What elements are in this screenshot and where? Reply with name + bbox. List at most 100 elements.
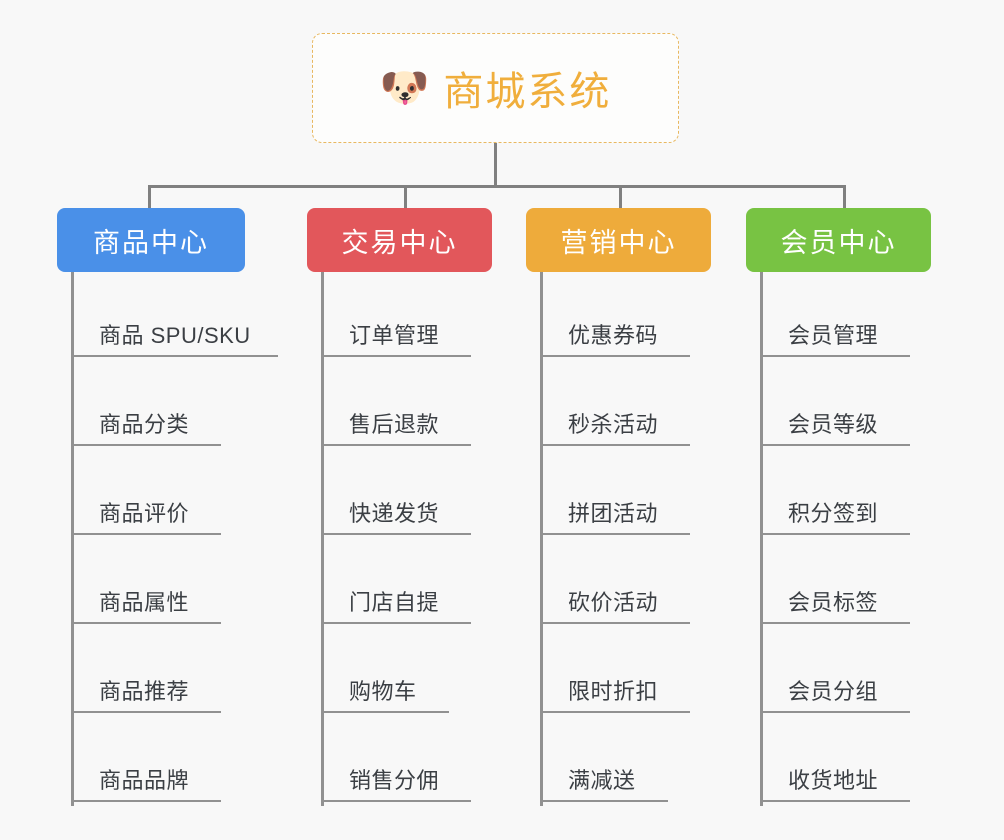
leaf-item[interactable]: 销售分佣 <box>307 717 507 806</box>
leaf-underline <box>71 533 221 535</box>
leaf-item[interactable]: 快递发货 <box>307 450 507 539</box>
leaf-list-3: 优惠券码 秒杀活动 拼团活动 砍价活动 限时折扣 满减送 <box>526 272 726 806</box>
leaf-underline <box>760 800 910 802</box>
leaf-underline <box>540 444 690 446</box>
leaf-item[interactable]: 积分签到 <box>746 450 946 539</box>
leaf-underline <box>760 355 910 357</box>
leaf-label: 会员标签 <box>788 590 879 615</box>
leaf-item[interactable]: 拼团活动 <box>526 450 726 539</box>
leaf-item[interactable]: 秒杀活动 <box>526 361 726 450</box>
leaf-label: 商品分类 <box>99 412 190 437</box>
leaf-underline <box>321 800 471 802</box>
leaf-underline <box>760 533 910 535</box>
category-column-1: 商品中心 商品 SPU/SKU 商品分类 商品评价 商品属性 商品推荐 <box>57 208 278 806</box>
connector-root-stem <box>494 143 497 188</box>
leaf-underline <box>71 622 221 624</box>
shiba-dog-icon: 🐶 <box>379 66 430 110</box>
leaf-underline <box>71 355 278 357</box>
leaf-label: 优惠券码 <box>568 323 659 348</box>
leaf-underline <box>321 533 471 535</box>
leaf-label: 商品品牌 <box>99 768 190 793</box>
leaf-item[interactable]: 收货地址 <box>746 717 946 806</box>
root-node[interactable]: 🐶 商城系统 <box>312 33 679 143</box>
leaf-underline <box>71 711 221 713</box>
leaf-underline <box>540 533 690 535</box>
category-header-label: 营销中心 <box>560 227 677 258</box>
category-header-2[interactable]: 交易中心 <box>307 208 492 272</box>
leaf-label: 商品属性 <box>99 590 190 615</box>
leaf-item[interactable]: 满减送 <box>526 717 726 806</box>
leaf-underline <box>321 622 471 624</box>
leaf-item[interactable]: 商品推荐 <box>57 628 287 717</box>
leaf-label: 商品推荐 <box>99 679 190 704</box>
category-header-1[interactable]: 商品中心 <box>57 208 245 272</box>
category-header-label: 交易中心 <box>341 227 458 258</box>
leaf-item[interactable]: 商品评价 <box>57 450 287 539</box>
connector-drop-2 <box>404 185 407 210</box>
leaf-label: 会员分组 <box>788 679 879 704</box>
leaf-label: 快递发货 <box>349 501 440 526</box>
leaf-item[interactable]: 购物车 <box>307 628 507 717</box>
connector-drop-1 <box>148 185 151 210</box>
leaf-item[interactable]: 会员分组 <box>746 628 946 717</box>
category-column-2: 交易中心 订单管理 售后退款 快递发货 门店自提 购物车 <box>307 208 492 806</box>
leaf-label: 收货地址 <box>788 768 879 793</box>
leaf-underline <box>321 355 471 357</box>
leaf-label: 商品评价 <box>99 501 190 526</box>
leaf-underline <box>540 355 690 357</box>
leaf-item[interactable]: 会员管理 <box>746 272 946 361</box>
leaf-label: 会员管理 <box>788 323 879 348</box>
leaf-underline <box>71 444 221 446</box>
category-header-label: 会员中心 <box>780 227 897 258</box>
category-spine-4 <box>760 272 763 806</box>
connector-horizontal-bus <box>148 185 846 188</box>
leaf-underline <box>760 711 910 713</box>
leaf-label: 秒杀活动 <box>568 412 659 437</box>
leaf-label: 门店自提 <box>349 590 440 615</box>
leaf-list-1: 商品 SPU/SKU 商品分类 商品评价 商品属性 商品推荐 商品品牌 <box>57 272 287 806</box>
leaf-item[interactable]: 商品品牌 <box>57 717 287 806</box>
leaf-item[interactable]: 门店自提 <box>307 539 507 628</box>
leaf-label: 商品 SPU/SKU <box>99 323 251 348</box>
leaf-label: 订单管理 <box>349 323 440 348</box>
leaf-underline <box>540 711 690 713</box>
category-header-4[interactable]: 会员中心 <box>746 208 931 272</box>
leaf-item[interactable]: 订单管理 <box>307 272 507 361</box>
leaf-item[interactable]: 限时折扣 <box>526 628 726 717</box>
leaf-label: 满减送 <box>568 768 636 793</box>
leaf-item[interactable]: 会员等级 <box>746 361 946 450</box>
leaf-label: 积分签到 <box>788 501 879 526</box>
category-header-3[interactable]: 营销中心 <box>526 208 711 272</box>
leaf-label: 限时折扣 <box>568 679 659 704</box>
category-spine-1 <box>71 272 74 806</box>
leaf-underline <box>71 800 221 802</box>
leaf-underline <box>321 444 471 446</box>
leaf-item[interactable]: 商品 SPU/SKU <box>57 272 287 361</box>
category-spine-3 <box>540 272 543 806</box>
leaf-label: 售后退款 <box>349 412 440 437</box>
root-title: 商城系统 <box>443 70 612 114</box>
category-column-3: 营销中心 优惠券码 秒杀活动 拼团活动 砍价活动 限时折扣 <box>526 208 711 806</box>
leaf-label: 购物车 <box>349 679 417 704</box>
leaf-item[interactable]: 商品属性 <box>57 539 287 628</box>
leaf-item[interactable]: 会员标签 <box>746 539 946 628</box>
category-spine-2 <box>321 272 324 806</box>
leaf-label: 会员等级 <box>788 412 879 437</box>
leaf-label: 拼团活动 <box>568 501 659 526</box>
leaf-underline <box>540 622 690 624</box>
leaf-underline <box>760 622 910 624</box>
leaf-list-4: 会员管理 会员等级 积分签到 会员标签 会员分组 收货地址 <box>746 272 946 806</box>
leaf-label: 砍价活动 <box>568 590 659 615</box>
category-header-label: 商品中心 <box>93 227 209 258</box>
connector-drop-3 <box>619 185 622 210</box>
category-column-4: 会员中心 会员管理 会员等级 积分签到 会员标签 会员分组 <box>746 208 931 806</box>
leaf-underline <box>321 711 449 713</box>
leaf-list-2: 订单管理 售后退款 快递发货 门店自提 购物车 销售分佣 <box>307 272 507 806</box>
connector-drop-4 <box>843 185 846 210</box>
leaf-underline <box>540 800 668 802</box>
leaf-item[interactable]: 商品分类 <box>57 361 287 450</box>
leaf-item[interactable]: 售后退款 <box>307 361 507 450</box>
leaf-item[interactable]: 优惠券码 <box>526 272 726 361</box>
leaf-item[interactable]: 砍价活动 <box>526 539 726 628</box>
